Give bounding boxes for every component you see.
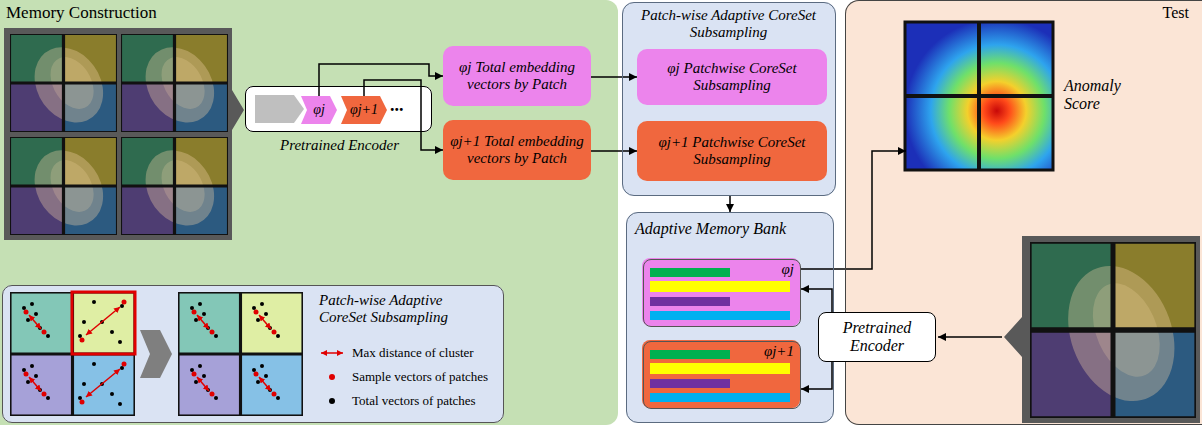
layer-shape xyxy=(301,96,337,124)
dot-sample xyxy=(329,374,335,380)
legend-item: Max distance of cluster xyxy=(318,343,474,361)
encoder-layer xyxy=(255,95,304,123)
heatmap-frame xyxy=(905,22,1053,170)
heading-text: Adaptive Memory Bank xyxy=(635,220,841,238)
patch-vectors xyxy=(252,364,280,400)
memory-bar xyxy=(650,297,730,306)
patch-vectors xyxy=(22,302,50,338)
box-text: φj+1 xyxy=(350,102,378,118)
memory-ground xyxy=(642,258,800,326)
process-box: φj Patchwise CoreSet Subsampling xyxy=(637,49,827,105)
patch-vectors xyxy=(78,300,127,345)
box-text: φj xyxy=(313,102,325,118)
panel: Adaptive Memory Bankφjφj+1 xyxy=(626,212,834,423)
heading-text: Patch-wise Adaptive CoreSet Subsampling xyxy=(319,292,489,327)
memory-bar xyxy=(650,350,730,359)
box-text: φj+1 Total embedding vectors by Patch xyxy=(449,133,585,168)
step-chevron xyxy=(140,330,172,378)
heatmap-grid xyxy=(905,22,1053,170)
memory-bar xyxy=(650,268,730,277)
dot-sample xyxy=(329,398,335,404)
patch-grid xyxy=(178,292,303,416)
heading-text: φj+1 xyxy=(644,343,794,360)
selected-patch-frame xyxy=(72,292,135,354)
input-arrow xyxy=(938,336,1002,338)
patch-vectors xyxy=(22,364,50,400)
box-text: φj Patchwise CoreSet Subsampling xyxy=(643,60,821,95)
box-text: φj Total embedding vectors by Patch xyxy=(449,59,585,94)
heading-text: Pretrained Encoder xyxy=(246,137,433,154)
legend-text: Total vectors of patches xyxy=(352,393,476,408)
memory-bar xyxy=(650,393,790,402)
memory-ground xyxy=(642,340,800,408)
encoder-box: Pretrained Encoder xyxy=(818,312,936,362)
training-image xyxy=(10,34,117,133)
double-arrow-sample xyxy=(321,353,343,355)
connector-arrow xyxy=(801,362,832,389)
memory-bar xyxy=(650,363,790,374)
encoder-ground xyxy=(245,86,432,132)
panel-ground xyxy=(0,0,618,425)
memory-bar xyxy=(650,311,790,320)
test-image xyxy=(1030,242,1196,420)
patch-vectors xyxy=(190,302,218,338)
panel-ground xyxy=(622,2,836,196)
image-stack-frame xyxy=(4,28,244,240)
memory-box: φj xyxy=(643,259,801,327)
panel-ground xyxy=(2,285,504,423)
encoder-box: Pretrained Encoderφjφj+1 xyxy=(245,86,432,132)
connector-arrow xyxy=(591,76,637,78)
memory-bar xyxy=(650,379,730,388)
feature-layer: φj xyxy=(301,96,337,124)
feature-layer: φj+1 xyxy=(341,96,387,124)
process-box: φj Total embedding vectors by Patch xyxy=(443,46,591,106)
heatmap xyxy=(905,22,1053,170)
panel: Patch-wise Adaptive CoreSet Subsampling φ… xyxy=(622,2,836,196)
panel: Memory ConstructionPretrained Encoderφjφ… xyxy=(0,0,618,425)
legend-item: Sample vectors of patches xyxy=(318,367,488,385)
patch-grid xyxy=(10,292,135,416)
legend-sample xyxy=(318,394,346,408)
patch-vectors xyxy=(190,364,218,400)
layer-shape xyxy=(341,96,387,124)
test-image-frame xyxy=(1004,236,1200,423)
patch-vectors xyxy=(78,362,127,407)
heading-text: Patch-wise Adaptive CoreSet Subsampling xyxy=(623,7,834,42)
memory-box: φj+1 xyxy=(643,341,801,409)
training-image xyxy=(10,137,117,236)
patch-vectors xyxy=(252,302,280,338)
connector-arrow xyxy=(591,150,637,152)
connector-arrow xyxy=(801,289,832,312)
process-box: φj+1 Total embedding vectors by Patch xyxy=(443,120,591,180)
legend-item: Total vectors of patches xyxy=(318,391,476,409)
heading-text: φj xyxy=(644,261,794,278)
heading-text: Test xyxy=(846,4,1189,22)
training-image xyxy=(121,137,228,236)
box-text: Pretrained Encoder xyxy=(825,319,929,356)
connector-arrow xyxy=(729,196,731,212)
anomaly-map: Anomaly Score xyxy=(906,23,1054,171)
legend-text: Max distance of cluster xyxy=(352,345,474,360)
legend-sample xyxy=(318,346,346,360)
legend-sample xyxy=(318,370,346,384)
process-box: φj+1 Patchwise CoreSet Subsampling xyxy=(637,121,827,181)
box-text: φj+1 Patchwise CoreSet Subsampling xyxy=(643,134,821,169)
training-image xyxy=(121,34,228,133)
heading-text: Anomaly Score xyxy=(1064,77,1148,114)
panel-ground xyxy=(626,212,834,423)
heading-text: Memory Construction xyxy=(6,3,624,23)
memory-bar xyxy=(650,281,790,292)
ellipsis-label: ... xyxy=(390,95,404,116)
legend-text: Sample vectors of patches xyxy=(352,369,488,384)
